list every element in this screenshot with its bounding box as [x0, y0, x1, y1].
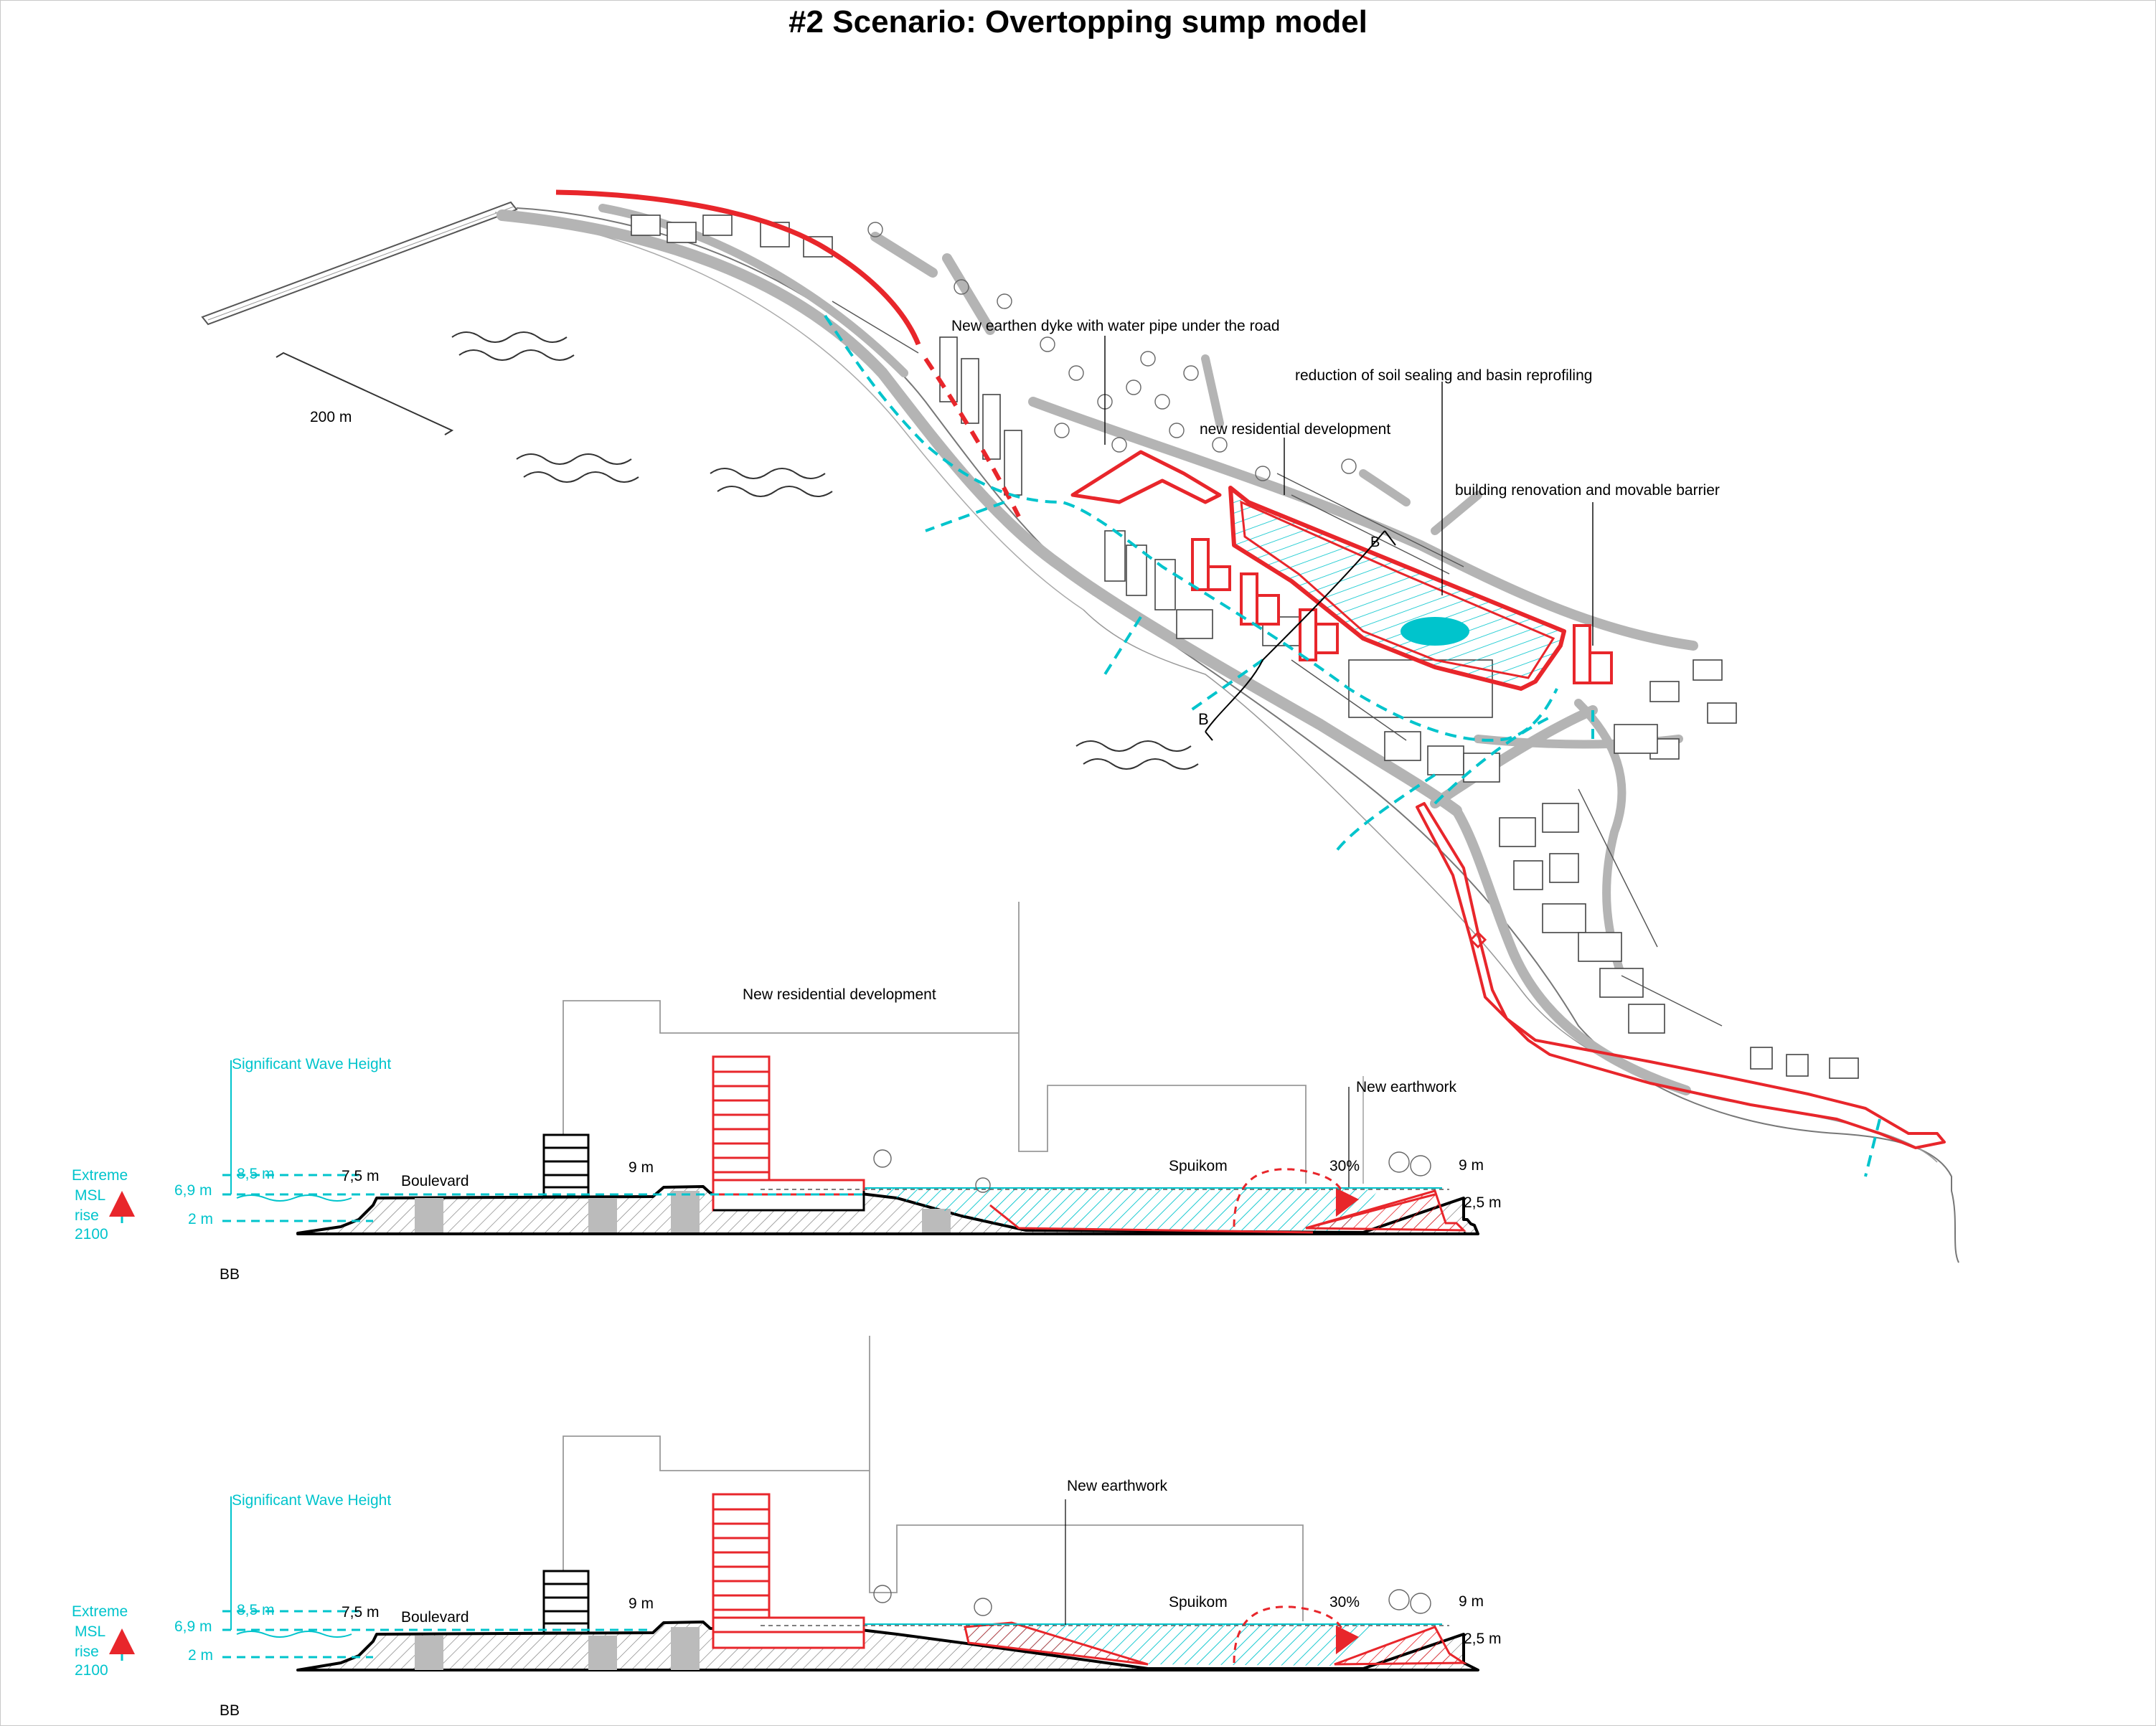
section1-wave-label: Significant Wave Height: [232, 1056, 392, 1072]
coastal-barrier: [1416, 802, 1946, 1149]
residential-area-outline: [1070, 450, 1222, 504]
section2-msl-3: rise: [75, 1644, 99, 1660]
section2-msl-2: MSL: [75, 1623, 106, 1640]
section2-msl-1: Extreme: [72, 1603, 128, 1620]
sea-waves: [451, 331, 1199, 770]
section1-right-top: 9 m: [1459, 1157, 1484, 1174]
new-towers: [1191, 538, 1613, 684]
section1-level-69: 6,9 m: [174, 1182, 212, 1199]
plan-view: B B: [201, 189, 1959, 1263]
section2-boulevard-level: 7,5 m: [342, 1604, 380, 1621]
section1-right-low: 2,5 m: [1464, 1194, 1502, 1211]
section1-msl-1: Extreme: [72, 1167, 128, 1184]
section-marker-bottom: B: [1198, 710, 1209, 728]
section-2-drawing: [109, 1336, 1479, 1671]
roads: [496, 204, 1698, 1095]
section2-right-top: 9 m: [1459, 1593, 1484, 1610]
scale-bar: [276, 352, 454, 435]
section2-level-85: 8,5 m: [237, 1602, 275, 1618]
page-title: #2 Scenario: Overtopping sump model: [789, 4, 1367, 39]
new-tower: [712, 1055, 865, 1212]
trees: [867, 222, 1357, 481]
section1-msl-2: MSL: [75, 1187, 106, 1204]
section1-slope: 30%: [1329, 1158, 1360, 1174]
section1-label: BB: [220, 1266, 240, 1283]
new-dyke-line-dashed: [923, 357, 1021, 518]
section2-wave-label: Significant Wave Height: [232, 1492, 392, 1509]
section-cut-line: [1205, 530, 1396, 741]
section2-level-2: 2 m: [188, 1647, 214, 1664]
section2-road-level: 9 m: [629, 1595, 654, 1612]
skyline-outline: [562, 902, 1307, 1194]
annotation-renovation: building renovation and movable barrier: [1455, 482, 1720, 499]
section1-basin: Spuikom: [1169, 1158, 1228, 1174]
annotation-leaders: [1104, 336, 1594, 646]
scale-bar-label: 200 m: [310, 409, 352, 425]
pier: [201, 201, 518, 326]
spuikom-basin: [1228, 486, 1566, 691]
section2-basin: Spuikom: [1169, 1594, 1228, 1611]
row-houses: [832, 301, 1723, 1027]
section1-boulevard-level: 7,5 m: [342, 1168, 380, 1184]
annotation-dyke: New earthen dyke with water pipe under t…: [951, 318, 1280, 334]
water-pipe-lines: [824, 314, 1881, 1177]
skyline-outline-2: [562, 1336, 1304, 1628]
annotation-soil-sealing: reduction of soil sealing and basin repr…: [1295, 367, 1593, 384]
new-dyke-line: [555, 189, 921, 346]
section2-boulevard: Boulevard: [401, 1609, 469, 1626]
annotation-residential: new residential development: [1200, 421, 1391, 438]
existing-building: [542, 1133, 590, 1198]
section2-right-low: 2,5 m: [1464, 1631, 1502, 1647]
section1-top-annotation: New residential development: [743, 986, 936, 1003]
section2-label: BB: [220, 1702, 240, 1719]
section2-slope: 30%: [1329, 1594, 1360, 1611]
section-marker-top: B: [1370, 534, 1380, 550]
section1-level-85: 8,5 m: [237, 1166, 275, 1182]
section1-earthwork: New earthwork: [1356, 1079, 1457, 1095]
section1-road-level: 9 m: [629, 1159, 654, 1176]
sluice-marker: [1469, 930, 1487, 949]
section1-boulevard: Boulevard: [401, 1173, 469, 1189]
section1-level-2: 2 m: [188, 1211, 214, 1227]
section2-level-69: 6,9 m: [174, 1618, 212, 1635]
section2-earthwork: New earthwork: [1067, 1478, 1168, 1494]
section1-msl-3: rise: [75, 1207, 99, 1224]
section2-msl-4: 2100: [75, 1662, 108, 1679]
beach-line: [1083, 609, 1938, 1163]
section1-msl-4: 2100: [75, 1226, 108, 1242]
section-1-drawing: [109, 902, 1479, 1235]
